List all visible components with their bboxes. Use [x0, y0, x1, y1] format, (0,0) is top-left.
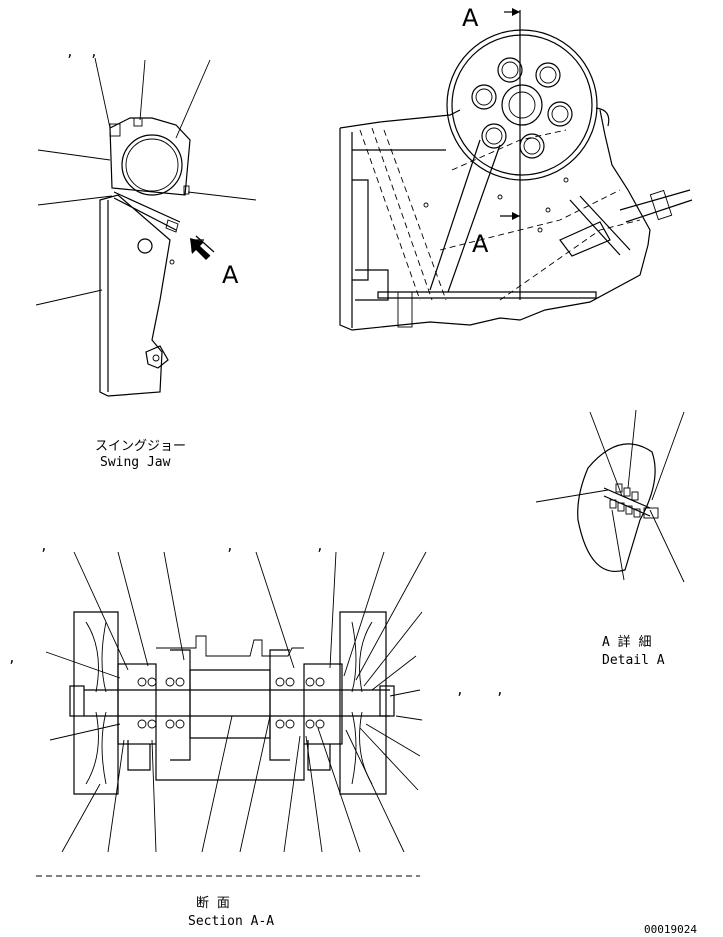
bearing-rollers [137, 677, 325, 729]
drawing-number: 00019024 [644, 923, 697, 936]
swing-jaw-title-jp: スイングジョー [95, 439, 186, 454]
swing-jaw-view [35, 57, 257, 397]
section-a-a-title-en: Section A-A [188, 914, 274, 929]
leader-comma-3: , [40, 539, 48, 554]
crusher-view [339, 8, 693, 331]
detail-a-view [535, 409, 685, 583]
leader-comma-5: , [316, 539, 324, 554]
leader-comma-1: , [66, 45, 74, 60]
section-a-a-title-jp: 断 面 [196, 896, 230, 911]
section-marker-bottom: A [472, 230, 489, 258]
leader-comma-7: , [456, 683, 464, 698]
section-a-a-view [36, 551, 427, 877]
detail-a-bolt-row [609, 483, 659, 519]
leader-comma-4: , [226, 539, 234, 554]
detail-a-title-en: Detail A [602, 653, 665, 668]
detail-a-title-jp: A 詳 細 [602, 634, 651, 650]
view-a-label: A [222, 261, 239, 289]
leader-comma-6: , [8, 651, 16, 666]
section-marker-top: A [462, 4, 479, 32]
swing-jaw-title-en: Swing Jaw [100, 455, 171, 470]
leader-comma-8: , [496, 683, 504, 698]
leader-comma-2: , [90, 45, 98, 60]
